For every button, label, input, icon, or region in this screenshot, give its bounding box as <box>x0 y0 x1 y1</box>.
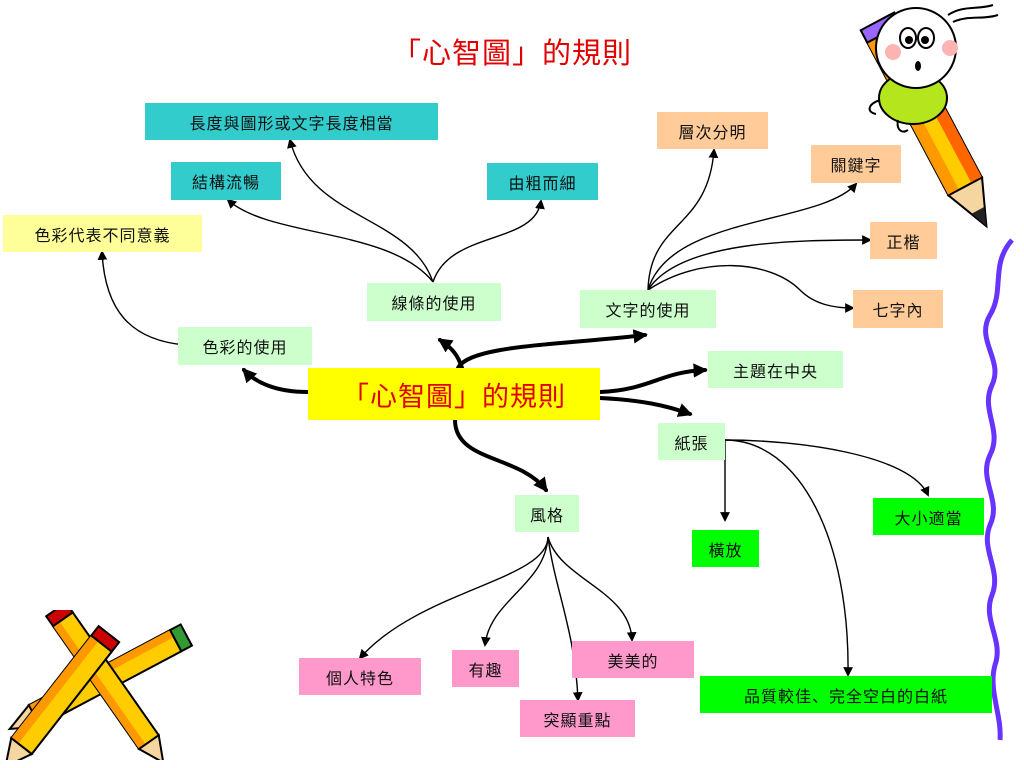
purple-wavy-border <box>983 238 1014 741</box>
node-color-use: 色彩的使用 <box>178 327 312 365</box>
slide-title: 「心智圖」的規則 <box>391 36 632 70</box>
node-within-seven: 七字內 <box>853 290 943 328</box>
node-proper-size: 大小適當 <box>873 498 984 535</box>
branch-center-text-use <box>456 329 648 370</box>
node-style: 風格 <box>515 495 579 532</box>
node-line-use: 線條的使用 <box>367 283 501 321</box>
link-line-coarse <box>432 199 545 283</box>
node-highlight: 突顯重點 <box>520 700 635 737</box>
node-personal: 個人特色 <box>299 658 421 695</box>
node-landscape: 橫放 <box>692 530 759 567</box>
link-style-personal <box>358 536 549 660</box>
node-beautiful: 美美的 <box>572 641 694 678</box>
link-color-meaning <box>97 250 186 346</box>
branch-center-style <box>453 418 548 493</box>
center-topic-node: 「心智圖」的規則 <box>308 368 600 420</box>
node-color-meaning: 色彩代表不同意義 <box>3 215 202 252</box>
branch-center-theme <box>598 363 708 394</box>
node-keyword: 關鍵字 <box>811 145 901 183</box>
node-coarse-to-fine: 由粗而細 <box>487 163 598 200</box>
link-text-hierarchy <box>647 148 719 291</box>
node-length-match: 長度與圖形或文字長度相當 <box>145 103 438 140</box>
node-theme-center: 主題在中央 <box>708 351 843 388</box>
link-paper-quality <box>724 439 854 677</box>
link-style-beautiful <box>547 536 637 642</box>
link-style-fun <box>481 536 549 647</box>
crossed-pencils-icon <box>4 610 194 760</box>
link-paper-size <box>724 439 930 497</box>
node-hierarchy: 層次分明 <box>657 112 768 149</box>
node-good-quality: 品質較佳、完全空白的白紙 <box>700 676 992 713</box>
link-text-keyword <box>647 182 858 291</box>
node-structure-smooth: 結構流暢 <box>171 162 281 200</box>
node-fun: 有趣 <box>452 650 519 687</box>
link-text-seven <box>647 264 855 313</box>
pencil-character-icon <box>859 4 999 229</box>
branch-center-paper <box>598 396 693 417</box>
link-line-length <box>287 138 434 283</box>
link-line-structure <box>226 198 434 283</box>
node-text-use: 文字的使用 <box>580 290 716 328</box>
link-text-regular <box>647 235 872 291</box>
node-regular-script: 正楷 <box>870 222 937 259</box>
node-paper: 紙張 <box>658 423 725 460</box>
branch-center-color-use <box>242 367 310 394</box>
